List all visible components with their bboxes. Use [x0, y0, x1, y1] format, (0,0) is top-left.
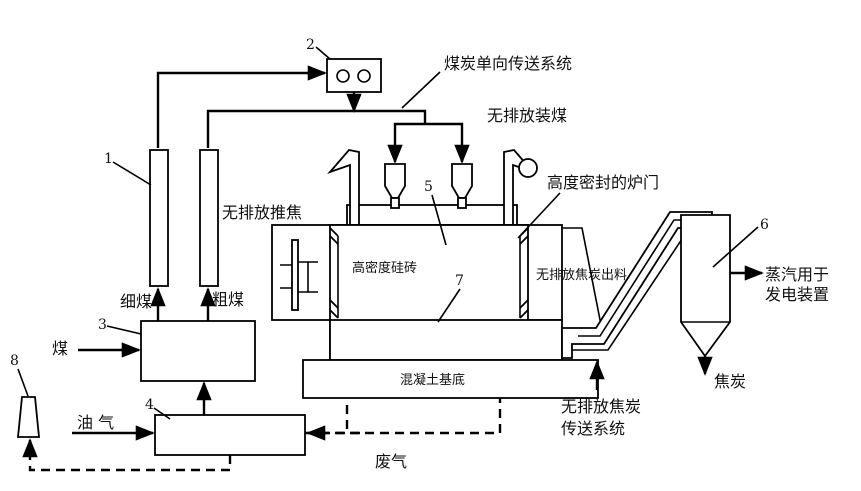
coarse-coal-line	[206, 109, 427, 148]
fine-coal-column-1	[149, 149, 169, 287]
leader-5	[431, 194, 447, 246]
leader-8	[17, 368, 29, 397]
coke-transport-label-1: 无排放焦炭	[561, 397, 641, 416]
steam-label-1: 蒸汽用于	[765, 265, 829, 284]
sealed-door-label: 高度密封的炉门	[547, 173, 659, 192]
leader-1	[112, 161, 152, 186]
coal-conveyor-label: 煤炭单向传送系统	[444, 54, 572, 73]
silica-brick-label: 高密度硅砖	[352, 260, 417, 276]
waste-gas-label: 废气	[375, 452, 407, 471]
leader-6	[712, 226, 759, 268]
oil-gas-label: 油 气	[77, 413, 114, 432]
coal-input-label: 煤	[52, 339, 68, 358]
sealed-door-leader	[517, 192, 561, 239]
chimney-8	[17, 396, 40, 438]
fine-coal-line-to-unit-2	[156, 65, 327, 148]
leader-2	[315, 46, 331, 60]
coke-output-label: 焦炭	[714, 372, 746, 391]
heat-recovery-tower-6	[680, 214, 731, 358]
number-5: 5	[424, 179, 433, 195]
number-4: 4	[145, 397, 154, 413]
coarse-coal-label: 粗煤	[212, 290, 244, 309]
leader-4	[153, 407, 171, 420]
charging-split-line	[393, 122, 464, 158]
number-2: 2	[306, 37, 315, 53]
coke-transport-label-2: 传送系统	[561, 419, 625, 438]
oil-gas-unit-4	[154, 414, 306, 456]
coke-oven-body	[271, 149, 599, 399]
fine-coal-label: 细煤	[120, 292, 152, 311]
no-emission-charging-label: 无排放装煤	[487, 106, 567, 125]
leader-3	[106, 325, 142, 335]
coal-conveyor-leader	[401, 71, 441, 109]
no-emission-pushing-label: 无排放推焦	[222, 203, 302, 222]
waste-gas-to-chimney	[22, 438, 232, 472]
coal-prep-unit-3	[140, 320, 256, 382]
concrete-base-label: 混凝土基底	[400, 372, 465, 388]
number-8: 8	[10, 353, 19, 369]
crusher-unit-2	[326, 58, 382, 93]
coke-discharge-chute	[562, 227, 603, 331]
steam-label-2: 发电装置	[765, 285, 829, 304]
leader-7	[437, 288, 461, 323]
number-3: 3	[98, 317, 107, 333]
coke-discharge-label: 无排放焦炭出料	[536, 268, 627, 283]
number-6: 6	[760, 217, 769, 233]
number-1: 1	[104, 151, 113, 167]
coarse-coal-column	[199, 149, 219, 287]
number-7: 7	[455, 273, 464, 289]
